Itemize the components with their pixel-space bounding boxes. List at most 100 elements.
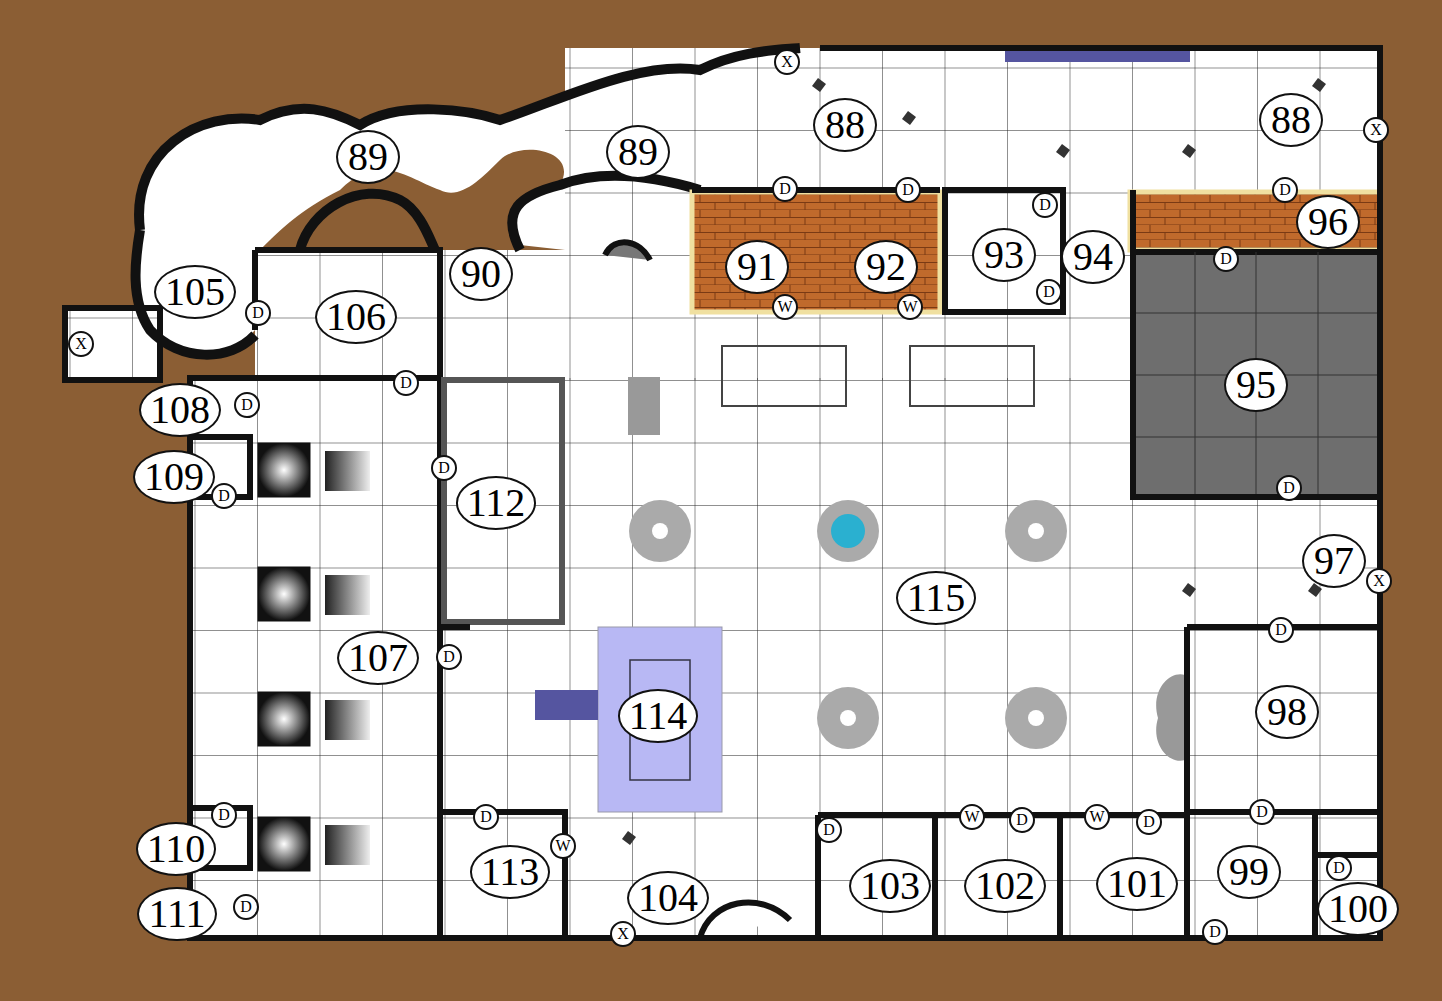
marker-letter: X [781,54,793,70]
door-marker: D [211,802,237,828]
room-number: 89 [606,125,670,179]
room-label: 107 [348,638,408,678]
marker-letter: D [1333,860,1345,876]
door-marker: D [772,176,798,202]
room-label: 115 [907,578,966,618]
room-number: 105 [154,265,236,319]
room-label: 88 [825,105,865,145]
room-label: 109 [144,457,204,497]
room-label: 104 [638,878,698,918]
door-marker: D [234,392,260,418]
door-marker: X [1363,117,1389,143]
room-number: 112 [456,476,537,530]
marker-letter: D [241,397,253,413]
room-number: 93 [972,228,1036,282]
marker-letter: D [1220,251,1232,267]
marker-letter: D [400,375,412,391]
room-label: 105 [165,272,225,312]
door-marker: D [436,644,462,670]
marker-letter: X [1373,573,1385,589]
room-label: 93 [984,235,1024,275]
door-marker: D [393,370,419,396]
door-marker: D [1276,475,1302,501]
marker-letter: D [438,460,450,476]
door-marker: X [68,331,94,357]
room-label: 89 [348,137,388,177]
room-label: 112 [467,483,526,523]
marker-letter: X [617,926,629,942]
room-label: 98 [1267,692,1307,732]
door-marker: D [1213,246,1239,272]
room-label: 92 [866,247,906,287]
room-label: 95 [1236,365,1276,405]
room-number: 106 [315,290,397,344]
marker-letter: D [1039,197,1051,213]
room-number: 107 [337,631,419,685]
room-number: 109 [133,450,215,504]
room-label: 102 [975,866,1035,906]
marker-letter: D [1279,182,1291,198]
door-marker: D [1036,279,1062,305]
room-number: 108 [139,383,221,437]
room-number: 115 [896,571,977,625]
room-label: 101 [1107,864,1167,904]
marker-letter: D [779,181,791,197]
room-label: 106 [326,297,386,337]
marker-letter: D [218,488,230,504]
door-marker: D [1136,809,1162,835]
marker-letter: D [218,807,230,823]
room-number: 102 [964,859,1046,913]
marker-letter: W [777,299,792,315]
room-label: 108 [150,390,210,430]
door-marker: D [1326,855,1352,881]
room-number: 92 [854,240,918,294]
door-marker: W [550,833,576,859]
marker-letter: X [1370,122,1382,138]
door-marker: W [772,294,798,320]
marker-letter: D [240,899,252,915]
door-marker: X [1366,568,1392,594]
door-marker: D [1032,192,1058,218]
room-number: 114 [618,689,699,743]
room-number: 101 [1096,857,1178,911]
marker-letter: D [1016,812,1028,828]
marker-letter: D [1143,814,1155,830]
door-marker: X [610,921,636,947]
room-number: 97 [1302,534,1366,588]
door-marker: D [1202,919,1228,945]
marker-letter: D [1043,284,1055,300]
marker-letter: D [1283,480,1295,496]
room-number: 94 [1061,230,1125,284]
marker-letter: D [823,822,835,838]
door-marker: D [895,177,921,203]
room-label: 88 [1271,100,1311,140]
room-number: 99 [1217,845,1281,899]
room-number: 111 [137,887,216,941]
marker-letter: W [964,809,979,825]
marker-letter: D [1256,804,1268,820]
room-number: 110 [136,822,217,876]
door-marker: W [897,294,923,320]
room-label: 111 [148,894,205,934]
room-number: 89 [336,130,400,184]
room-label: 96 [1308,202,1348,242]
door-marker: W [1084,804,1110,830]
marker-letter: D [443,649,455,665]
room-label: 100 [1328,889,1388,929]
room-number: 90 [449,247,513,301]
door-marker: D [1268,617,1294,643]
room-number: 96 [1296,195,1360,249]
marker-letter: D [1275,622,1287,638]
room-label: 110 [147,829,206,869]
room-number: 88 [1259,93,1323,147]
room-label: 91 [737,247,777,287]
room-label: 99 [1229,852,1269,892]
room-number: 103 [849,859,931,913]
door-marker: D [1272,177,1298,203]
marker-letter: W [902,299,917,315]
marker-letter: D [1209,924,1221,940]
door-marker: D [211,483,237,509]
marker-letter: D [902,182,914,198]
room-label: 90 [461,254,501,294]
room-number: 95 [1224,358,1288,412]
